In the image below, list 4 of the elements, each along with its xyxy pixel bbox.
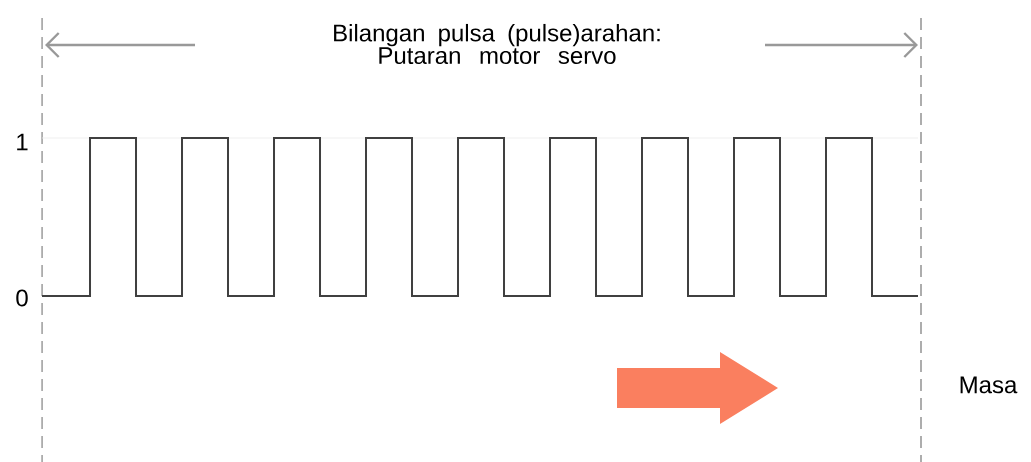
- dimension-label: Bilangan pulsa (pulse)arahan: Putaran motor servo: [334, 23, 660, 65]
- axis-label: Masa: [960, 376, 1018, 394]
- axis-label: 0: [16, 289, 28, 307]
- axis-label: 1: [17, 133, 28, 151]
